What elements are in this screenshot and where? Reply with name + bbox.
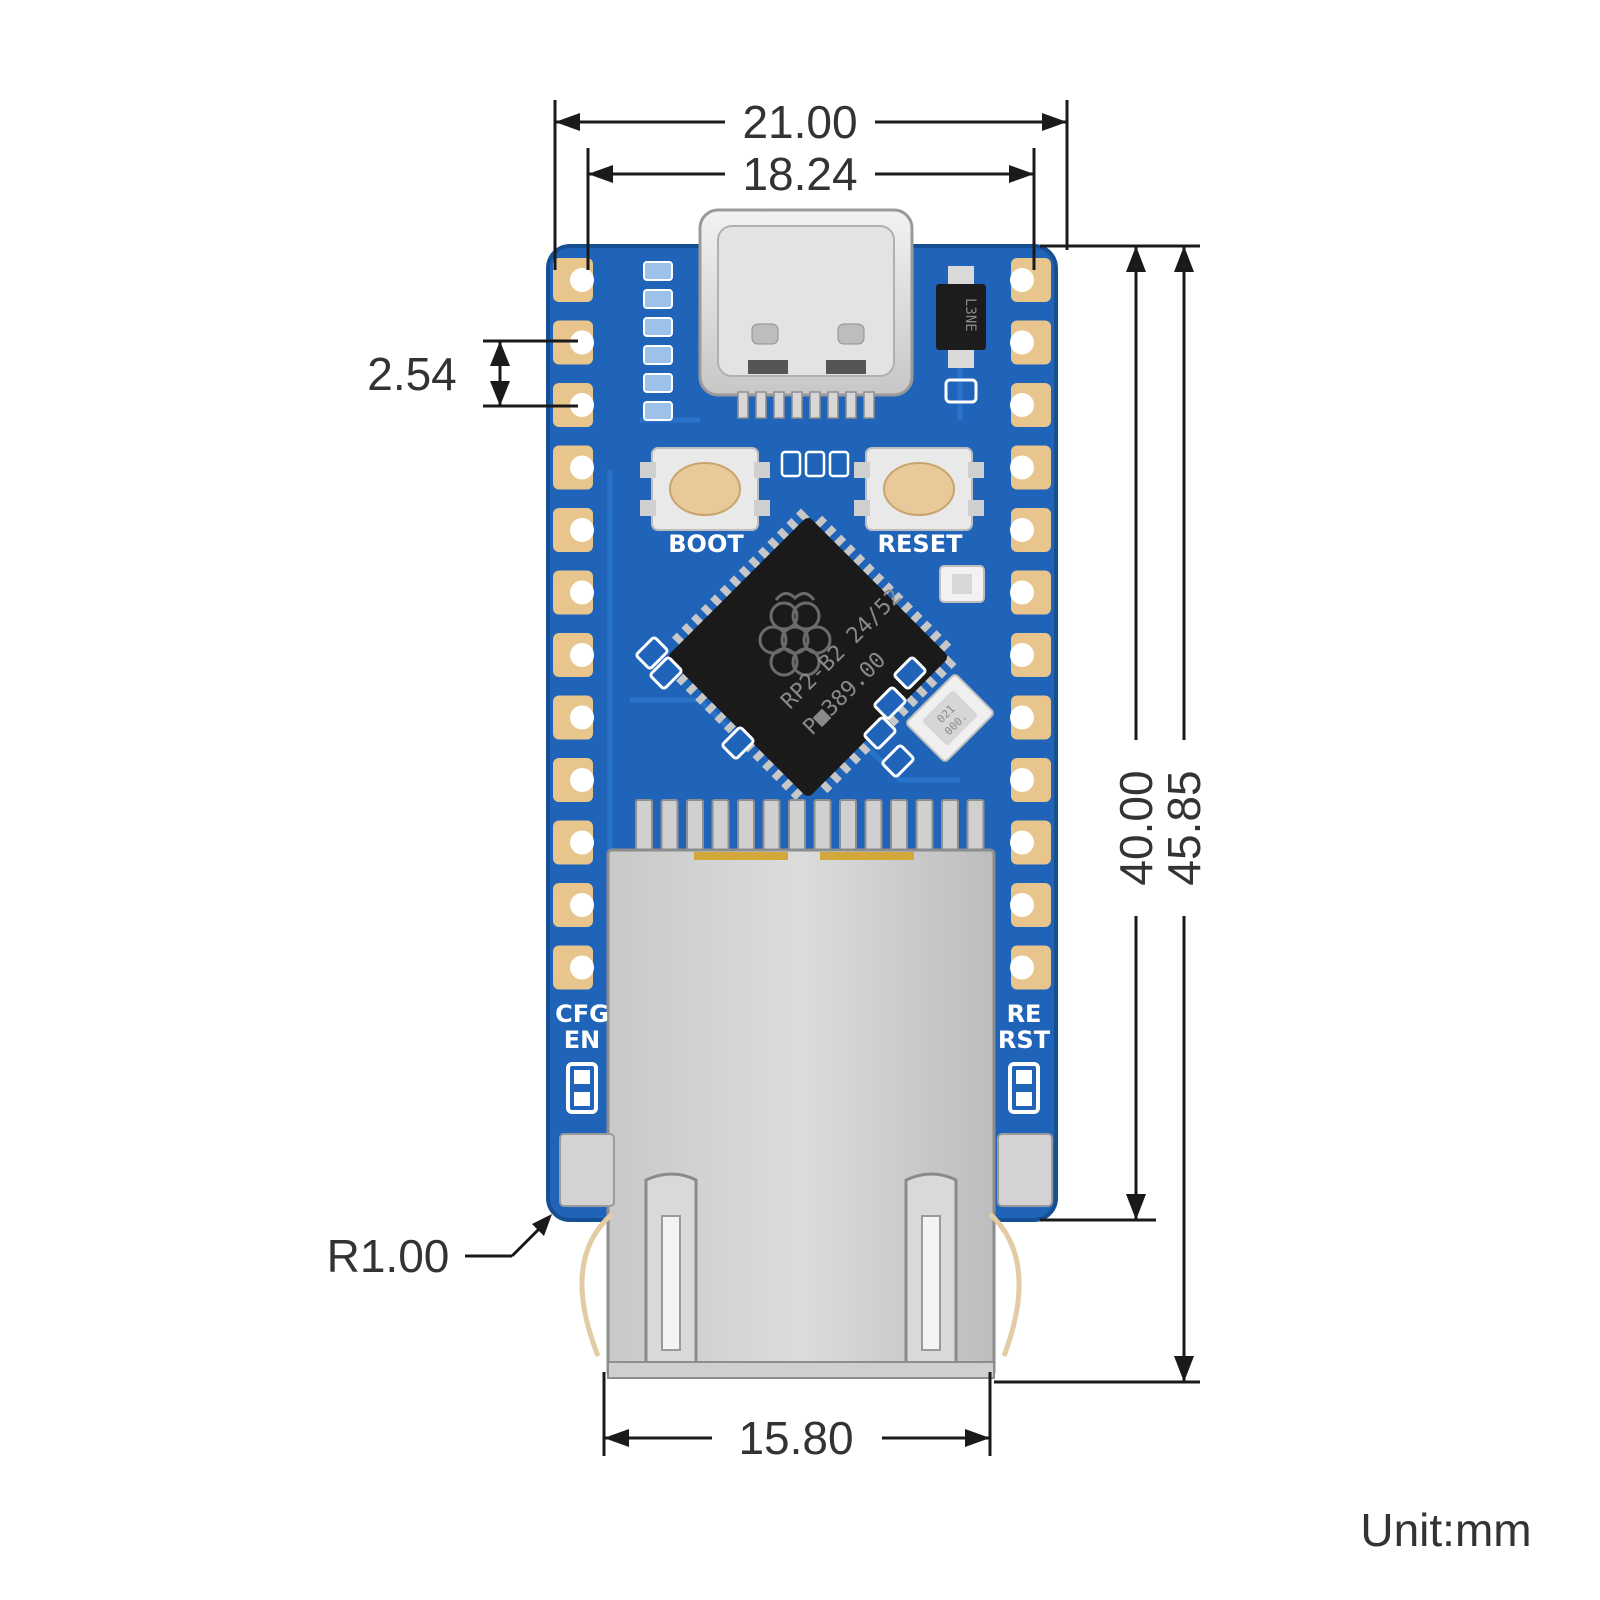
- re-label: RE: [1007, 1000, 1042, 1028]
- dim-pin-pitch: 2.54: [367, 348, 457, 400]
- pin-pad: [1010, 570, 1051, 615]
- rj45-pin: [966, 799, 985, 853]
- rj45-pin: [686, 799, 704, 853]
- pin-pad: [1010, 945, 1051, 990]
- reset-label: RESET: [878, 530, 964, 558]
- re-rst-jumper: RE RST: [998, 1000, 1051, 1114]
- pin-pad: [553, 945, 594, 990]
- pin-pad: [553, 883, 594, 927]
- pin-pad: [553, 508, 594, 552]
- status-led: [939, 565, 985, 603]
- pin-pad: [1010, 508, 1051, 552]
- rj45-pin: [788, 799, 806, 853]
- pin-pad: [553, 758, 594, 802]
- rj45-pin: [813, 799, 832, 853]
- pin-pad: [1010, 633, 1051, 677]
- pin-pad: [553, 258, 594, 302]
- dim-overall-height: 45.85: [1158, 770, 1210, 885]
- rj45-pin: [762, 799, 781, 853]
- pin-pad: [553, 445, 594, 490]
- pin-pad: [553, 570, 594, 615]
- rj45-pin: [737, 799, 755, 853]
- dim-hole-pitch-width: 18.24: [742, 148, 857, 200]
- rj45-pin-row: [635, 799, 985, 853]
- pin-pad: [1010, 258, 1051, 302]
- dimension-lines: [465, 100, 1200, 1456]
- rj45-pin: [711, 799, 730, 853]
- boot-button: BOOT: [640, 447, 770, 558]
- cfg-en-jumper: CFG EN: [555, 1000, 609, 1114]
- pin-pad: [1010, 445, 1051, 490]
- boot-label: BOOT: [668, 530, 744, 558]
- pin-pad: [553, 633, 594, 677]
- raspberry-logo-icon: [758, 592, 832, 677]
- dim-corner-radius: R1.00: [327, 1230, 450, 1282]
- usb-c-connector: [698, 208, 914, 419]
- rj45-pin: [864, 799, 883, 853]
- pin-pad: [1010, 883, 1051, 927]
- pin-pad: [1010, 695, 1051, 740]
- rj45-pin: [839, 799, 857, 853]
- button-resistors: [780, 450, 850, 478]
- crystal-oscillator: 021 000.: [906, 674, 994, 762]
- rj45-pin: [890, 799, 908, 853]
- rj45-pin: [660, 799, 679, 853]
- dim-hole-span-height: 40.00: [1110, 770, 1162, 885]
- passive-components-left: [643, 261, 673, 421]
- regulator-label: L3NE: [962, 298, 978, 332]
- pin-pad: [553, 695, 594, 740]
- unit-label: Unit:mm: [1360, 1504, 1531, 1556]
- left-pin-header: [553, 258, 594, 990]
- cfg-label: CFG: [555, 1000, 609, 1028]
- rj45-pin: [635, 799, 653, 853]
- rj45-pin: [915, 799, 934, 853]
- rj45-pin: [941, 799, 959, 853]
- chip-passives: [635, 636, 927, 778]
- reset-button: RESET: [854, 447, 984, 558]
- pin-pad: [1010, 758, 1051, 802]
- rj45-connector: [559, 848, 1053, 1379]
- right-pin-header: [1010, 258, 1051, 990]
- pin-pad: [553, 820, 594, 865]
- rst-label: RST: [998, 1026, 1051, 1054]
- en-label: EN: [564, 1026, 600, 1054]
- regulator-chip: L3NE: [936, 266, 986, 404]
- dim-rj45-width: 15.80: [738, 1412, 853, 1464]
- pin-pad: [1010, 383, 1051, 427]
- pin-pad: [1010, 320, 1051, 365]
- dim-overall-width: 21.00: [742, 96, 857, 148]
- pin-pad: [1010, 820, 1051, 865]
